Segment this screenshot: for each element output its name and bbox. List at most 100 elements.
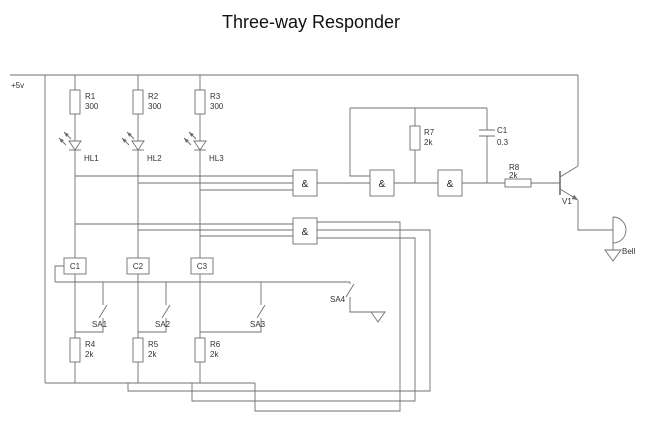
resistor-r5: R5 2k	[132, 337, 159, 363]
capacitor-plates-icon	[479, 129, 495, 137]
resistor-r7: R7 2k	[409, 125, 435, 151]
switch-sa3: SA3	[250, 304, 266, 329]
resistor-r2: R2 300	[132, 89, 162, 115]
led-icon	[131, 140, 145, 151]
arrowhead	[189, 132, 194, 137]
resistor-ref: R2	[148, 92, 159, 101]
gate-body	[292, 169, 318, 197]
switch-sa1: SA1	[92, 304, 108, 329]
led-icon	[68, 140, 82, 151]
led-label: HL1	[84, 154, 99, 163]
switch-blade-icon	[98, 304, 108, 319]
transistor-leads	[559, 165, 579, 201]
switch-label: SA2	[155, 320, 171, 329]
latch-label: C3	[197, 262, 208, 271]
resistor-body	[194, 337, 206, 363]
resistor-ref: R1	[85, 92, 96, 101]
resistor-body	[409, 125, 421, 151]
resistor-value: 2k	[210, 350, 219, 359]
switch-blade-icon	[161, 304, 171, 319]
switch-sa2: SA2	[155, 304, 171, 329]
latch-c2: C2	[126, 257, 150, 275]
capacitor-ref: C1	[497, 126, 508, 135]
led-hl3: HL3	[183, 131, 224, 163]
and-gate-1: &	[292, 169, 318, 197]
reset-bus-wires	[54, 265, 378, 333]
arrowhead	[127, 132, 132, 137]
bell-label: Bell	[622, 247, 636, 256]
gate4-input-wires	[75, 223, 293, 237]
capacitor-c1: C1 0.3	[479, 126, 509, 147]
led-icon	[193, 140, 207, 151]
resistor-body	[69, 89, 81, 115]
resistor-r4: R4 2k	[69, 337, 96, 363]
resistor-value: 300	[85, 102, 99, 111]
resistor-r6: R6 2k	[194, 337, 221, 363]
and-gate-2: &	[369, 169, 395, 197]
resistor-body	[504, 178, 532, 188]
capacitor-value: 0.3	[497, 138, 509, 147]
resistor-ref: R6	[210, 340, 221, 349]
output-wire	[577, 200, 613, 231]
switch-label: SA4	[330, 295, 346, 304]
resistor-ref: R7	[424, 128, 435, 137]
resistor-value: 2k	[148, 350, 157, 359]
and-gate-3: &	[437, 169, 463, 197]
arrowhead	[184, 138, 189, 143]
oscillator-wires	[317, 107, 560, 184]
latch-body	[190, 257, 214, 275]
latch-label: C2	[133, 262, 144, 271]
gate-symbol: &	[302, 179, 309, 190]
resistor-value: 300	[148, 102, 162, 111]
bell-icon	[612, 216, 627, 244]
arrowhead	[59, 138, 64, 143]
power-rail	[10, 74, 579, 384]
switch-blade-icon	[256, 304, 266, 319]
latch-c1: C1	[63, 257, 87, 275]
led-label: HL3	[209, 154, 224, 163]
power-label: +5v	[11, 81, 24, 90]
resistor-ref: R5	[148, 340, 159, 349]
resistor-value: 2k	[85, 350, 94, 359]
latch-body	[63, 257, 87, 275]
arrowhead	[122, 138, 127, 143]
gate-symbol: &	[447, 179, 454, 190]
led-hl1: HL1	[58, 131, 99, 163]
resistor-r1: R1 300	[69, 89, 99, 115]
resistor-value: 2k	[509, 171, 518, 180]
led-hl2: HL2	[121, 131, 162, 163]
led-label: HL2	[147, 154, 162, 163]
resistor-ref: R8	[509, 163, 520, 172]
emitter-arrowhead	[571, 194, 578, 200]
resistor-body	[69, 337, 81, 363]
resistor-ref: R3	[210, 92, 221, 101]
gate-symbol: &	[379, 179, 386, 190]
resistor-r8: R8 2k	[504, 163, 532, 188]
resistor-r3: R3 300	[194, 89, 224, 115]
ground-icon	[604, 249, 622, 262]
transistor-v1: V1	[559, 165, 579, 206]
gate-body	[369, 169, 395, 197]
latch-c3: C3	[190, 257, 214, 275]
gate-symbol: &	[302, 227, 309, 238]
resistor-body	[194, 89, 206, 115]
resistor-value: 300	[210, 102, 224, 111]
switch-label: SA1	[92, 320, 108, 329]
gate-body	[437, 169, 463, 197]
latch-label: C1	[70, 262, 81, 271]
latch-body	[126, 257, 150, 275]
feedback-loop-wires	[127, 221, 431, 412]
gate-body	[292, 217, 318, 245]
resistor-body	[132, 89, 144, 115]
switch-blade-icon	[345, 283, 355, 298]
diagram-title: Three-way Responder	[222, 12, 400, 32]
resistor-body	[132, 337, 144, 363]
gate1-input-wires	[75, 175, 293, 191]
and-gate-4: &	[292, 217, 318, 245]
transistor-ref: V1	[562, 197, 572, 206]
resistor-ref: R4	[85, 340, 96, 349]
bell: Bell	[604, 216, 636, 262]
resistor-value: 2k	[424, 138, 433, 147]
